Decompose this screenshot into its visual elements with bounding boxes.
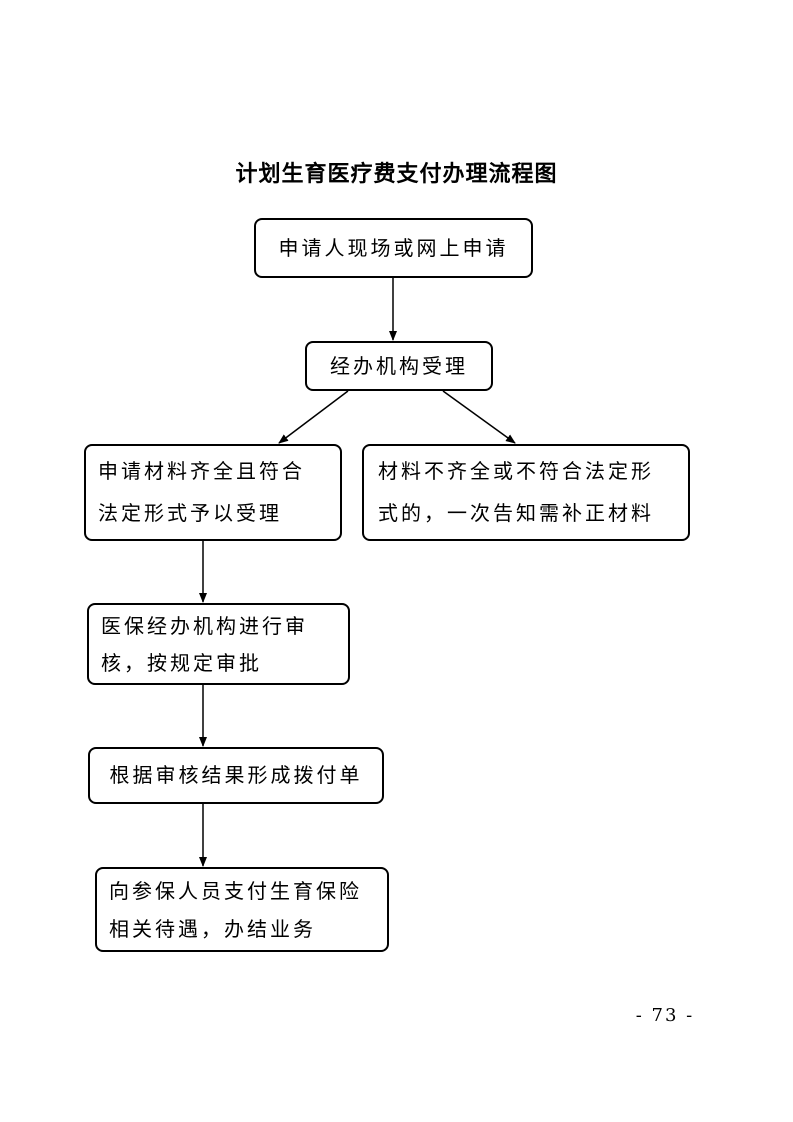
step-complete: 申请材料齐全且符合 法定形式予以受理 bbox=[84, 444, 342, 541]
arrow-accept-to-incomplete bbox=[442, 390, 516, 444]
page-number: - 73 - bbox=[635, 1005, 695, 1026]
step-review-line-2: 核，按规定审批 bbox=[101, 651, 262, 675]
step-payment-line-1: 向参保人员支付生育保险 bbox=[109, 879, 362, 903]
step-complete-line-1: 申请材料齐全且符合 bbox=[98, 459, 305, 483]
step-payment-line-2: 相关待遇，办结业务 bbox=[109, 917, 316, 941]
step-incomplete: 材料不齐全或不符合法定形 式的，一次告知需补正材料 bbox=[362, 444, 690, 541]
step-voucher-line: 根据审核结果形成拨付单 bbox=[109, 763, 363, 787]
step-review: 医保经办机构进行审 核，按规定审批 bbox=[87, 603, 350, 685]
step-incomplete-line-1: 材料不齐全或不符合法定形 bbox=[378, 459, 654, 483]
step-review-line-1: 医保经办机构进行审 bbox=[101, 614, 308, 638]
arrow-accept-to-complete bbox=[278, 390, 349, 444]
step-voucher: 根据审核结果形成拨付单 bbox=[88, 747, 384, 804]
step-complete-line-2: 法定形式予以受理 bbox=[98, 501, 282, 525]
step-apply: 申请人现场或网上申请 bbox=[254, 218, 533, 278]
step-incomplete-line-2: 式的，一次告知需补正材料 bbox=[378, 501, 654, 525]
step-accept-line: 经办机构受理 bbox=[330, 354, 468, 378]
step-apply-line: 申请人现场或网上申请 bbox=[278, 236, 509, 260]
page-title: 计划生育医疗费支付办理流程图 bbox=[235, 162, 558, 187]
step-payment: 向参保人员支付生育保险 相关待遇，办结业务 bbox=[95, 867, 389, 952]
step-accept: 经办机构受理 bbox=[305, 341, 493, 391]
